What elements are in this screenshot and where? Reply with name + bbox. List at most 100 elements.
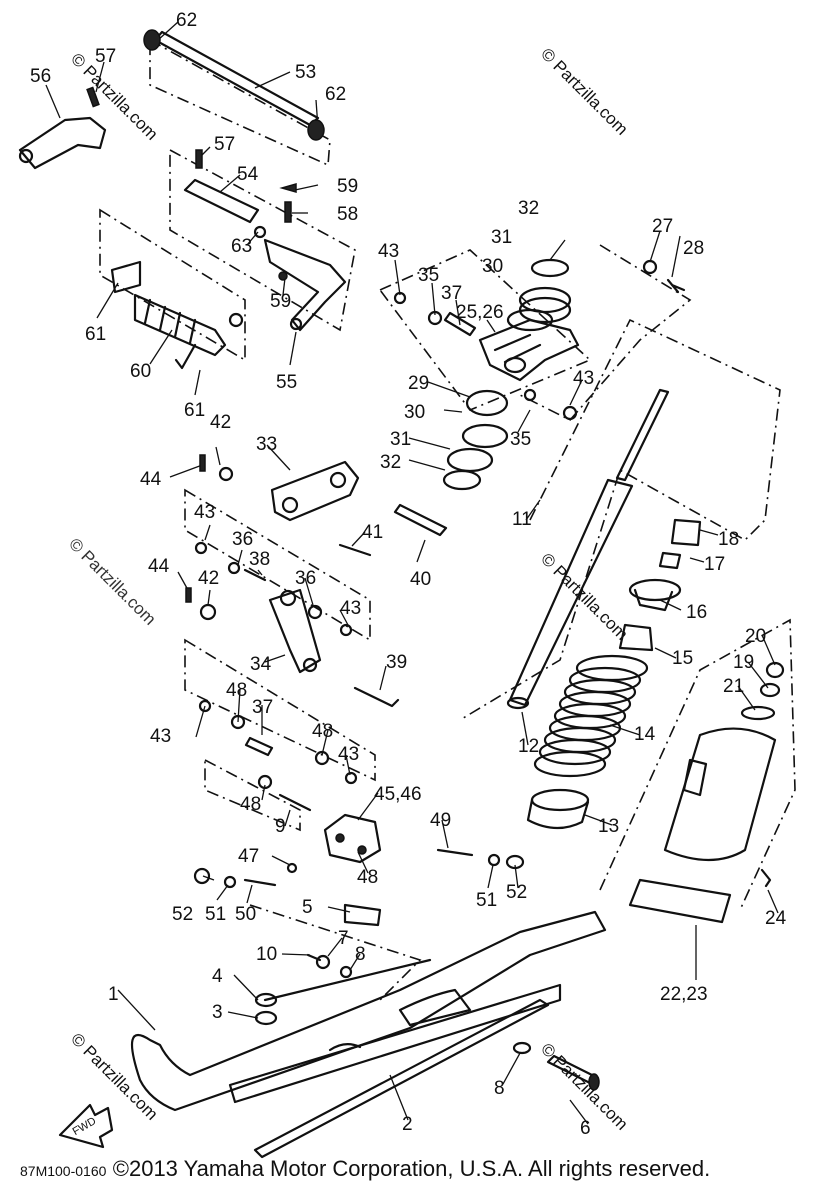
front-mount-45-46 (193, 813, 525, 889)
callout-21: 21 (723, 676, 744, 697)
callout-44: 44 (148, 556, 170, 577)
callout-42: 42 (210, 412, 231, 433)
callout-51: 51 (476, 890, 497, 911)
callout-43: 43 (378, 241, 399, 262)
callout-48: 48 (240, 794, 261, 815)
callout-59: 59 (270, 291, 291, 312)
callout-18: 18 (718, 529, 739, 550)
watermark-left-middle: © Partzilla.com (65, 534, 159, 628)
front-direction-label: FWD (71, 1115, 99, 1138)
drawing-code: 87M100-0160 (20, 1163, 107, 1179)
collar-stack-upper (506, 258, 572, 332)
callout-56: 56 (30, 66, 51, 87)
watermark-top-right: © Partzilla.com (537, 44, 631, 138)
watermark-center: © Partzilla.com (537, 549, 631, 643)
small-fasteners (393, 259, 686, 421)
callout-19: 19 (733, 652, 754, 673)
callout-5: 5 (302, 897, 313, 918)
callout-47: 47 (238, 846, 259, 867)
callout-35: 35 (418, 265, 439, 286)
callout-52: 52 (172, 904, 193, 925)
callout-4: 4 (212, 966, 223, 987)
callout-36: 36 (295, 568, 316, 589)
bellcrank-56 (18, 86, 107, 170)
link-33 (270, 460, 360, 522)
link-34 (268, 588, 322, 674)
callout-labels: 62 57 53 56 62 57 54 59 58 63 59 61 60 6… (30, 10, 787, 1139)
top-bushings-15-18 (618, 518, 702, 652)
callout-43: 43 (338, 744, 359, 765)
callout-29: 29 (408, 373, 429, 394)
callout-24: 24 (765, 908, 787, 929)
callout-32: 32 (380, 452, 401, 473)
callout-53: 53 (295, 62, 316, 83)
collar-stack-lower (442, 389, 509, 491)
callout-48: 48 (226, 680, 247, 701)
callout-63: 63 (231, 236, 252, 257)
shaft-54 (183, 149, 297, 239)
callout-41: 41 (362, 522, 383, 543)
callout-37: 37 (252, 697, 273, 718)
callout-43: 43 (150, 726, 171, 747)
callout-59: 59 (337, 176, 358, 197)
callout-52: 52 (506, 882, 527, 903)
callout-37: 37 (441, 283, 462, 304)
callout-61: 61 (85, 324, 106, 345)
reservoir-22-23 (628, 661, 785, 924)
watermark-bottom-left: © Partzilla.com (67, 1029, 161, 1123)
callout-51: 51 (205, 904, 226, 925)
assembly-group-outlines (99, 38, 796, 1001)
callout-39: 39 (386, 652, 407, 673)
callout-54: 54 (237, 164, 259, 185)
callout-50: 50 (235, 904, 256, 925)
callout-10: 10 (256, 944, 277, 965)
callout-9: 9 (275, 816, 286, 837)
callout-17: 17 (704, 554, 725, 575)
callout-43: 43 (573, 368, 594, 389)
callout-62: 62 (176, 10, 197, 31)
callout-25-26: 25,26 (456, 302, 504, 323)
callout-57: 57 (95, 46, 116, 67)
callout-45-46: 45,46 (374, 784, 422, 805)
callout-28: 28 (683, 238, 704, 259)
shock-rod-11 (506, 388, 670, 710)
callout-30: 30 (404, 402, 425, 423)
callout-32: 32 (518, 198, 539, 219)
copyright-notice: ©2013 Yamaha Motor Corporation, U.S.A. A… (112, 1156, 711, 1181)
callout-27: 27 (652, 216, 673, 237)
callout-44: 44 (140, 469, 162, 490)
callout-60: 60 (130, 361, 151, 382)
callout-7: 7 (338, 928, 349, 949)
callout-38: 38 (249, 549, 270, 570)
callout-42: 42 (198, 568, 219, 589)
callout-35: 35 (510, 429, 531, 450)
callout-58: 58 (337, 204, 358, 225)
ski-1 (130, 910, 607, 1112)
callout-30: 30 (482, 256, 503, 277)
link-bolts (185, 454, 448, 812)
callout-31: 31 (491, 227, 512, 248)
callout-12: 12 (518, 736, 539, 757)
spring-14 (533, 654, 649, 778)
callout-43: 43 (194, 502, 215, 523)
callout-43: 43 (340, 598, 361, 619)
wear-bar-2 (253, 998, 550, 1159)
callout-13: 13 (598, 816, 619, 837)
callout-48: 48 (312, 721, 333, 742)
callout-33: 33 (256, 434, 277, 455)
callout-62: 62 (325, 84, 346, 105)
callout-3: 3 (212, 1002, 223, 1023)
callout-16: 16 (686, 602, 707, 623)
callout-11: 11 (512, 509, 532, 530)
callout-8: 8 (355, 944, 366, 965)
callout-40: 40 (410, 569, 431, 590)
ski-hardware (254, 903, 600, 1091)
callout-61: 61 (184, 400, 205, 421)
callout-20: 20 (745, 626, 766, 647)
callout-34: 34 (250, 654, 272, 675)
callout-57: 57 (214, 134, 235, 155)
front-direction-marker: FWD (58, 1103, 114, 1149)
callout-8: 8 (494, 1078, 505, 1099)
callout-22-23: 22,23 (660, 984, 708, 1005)
